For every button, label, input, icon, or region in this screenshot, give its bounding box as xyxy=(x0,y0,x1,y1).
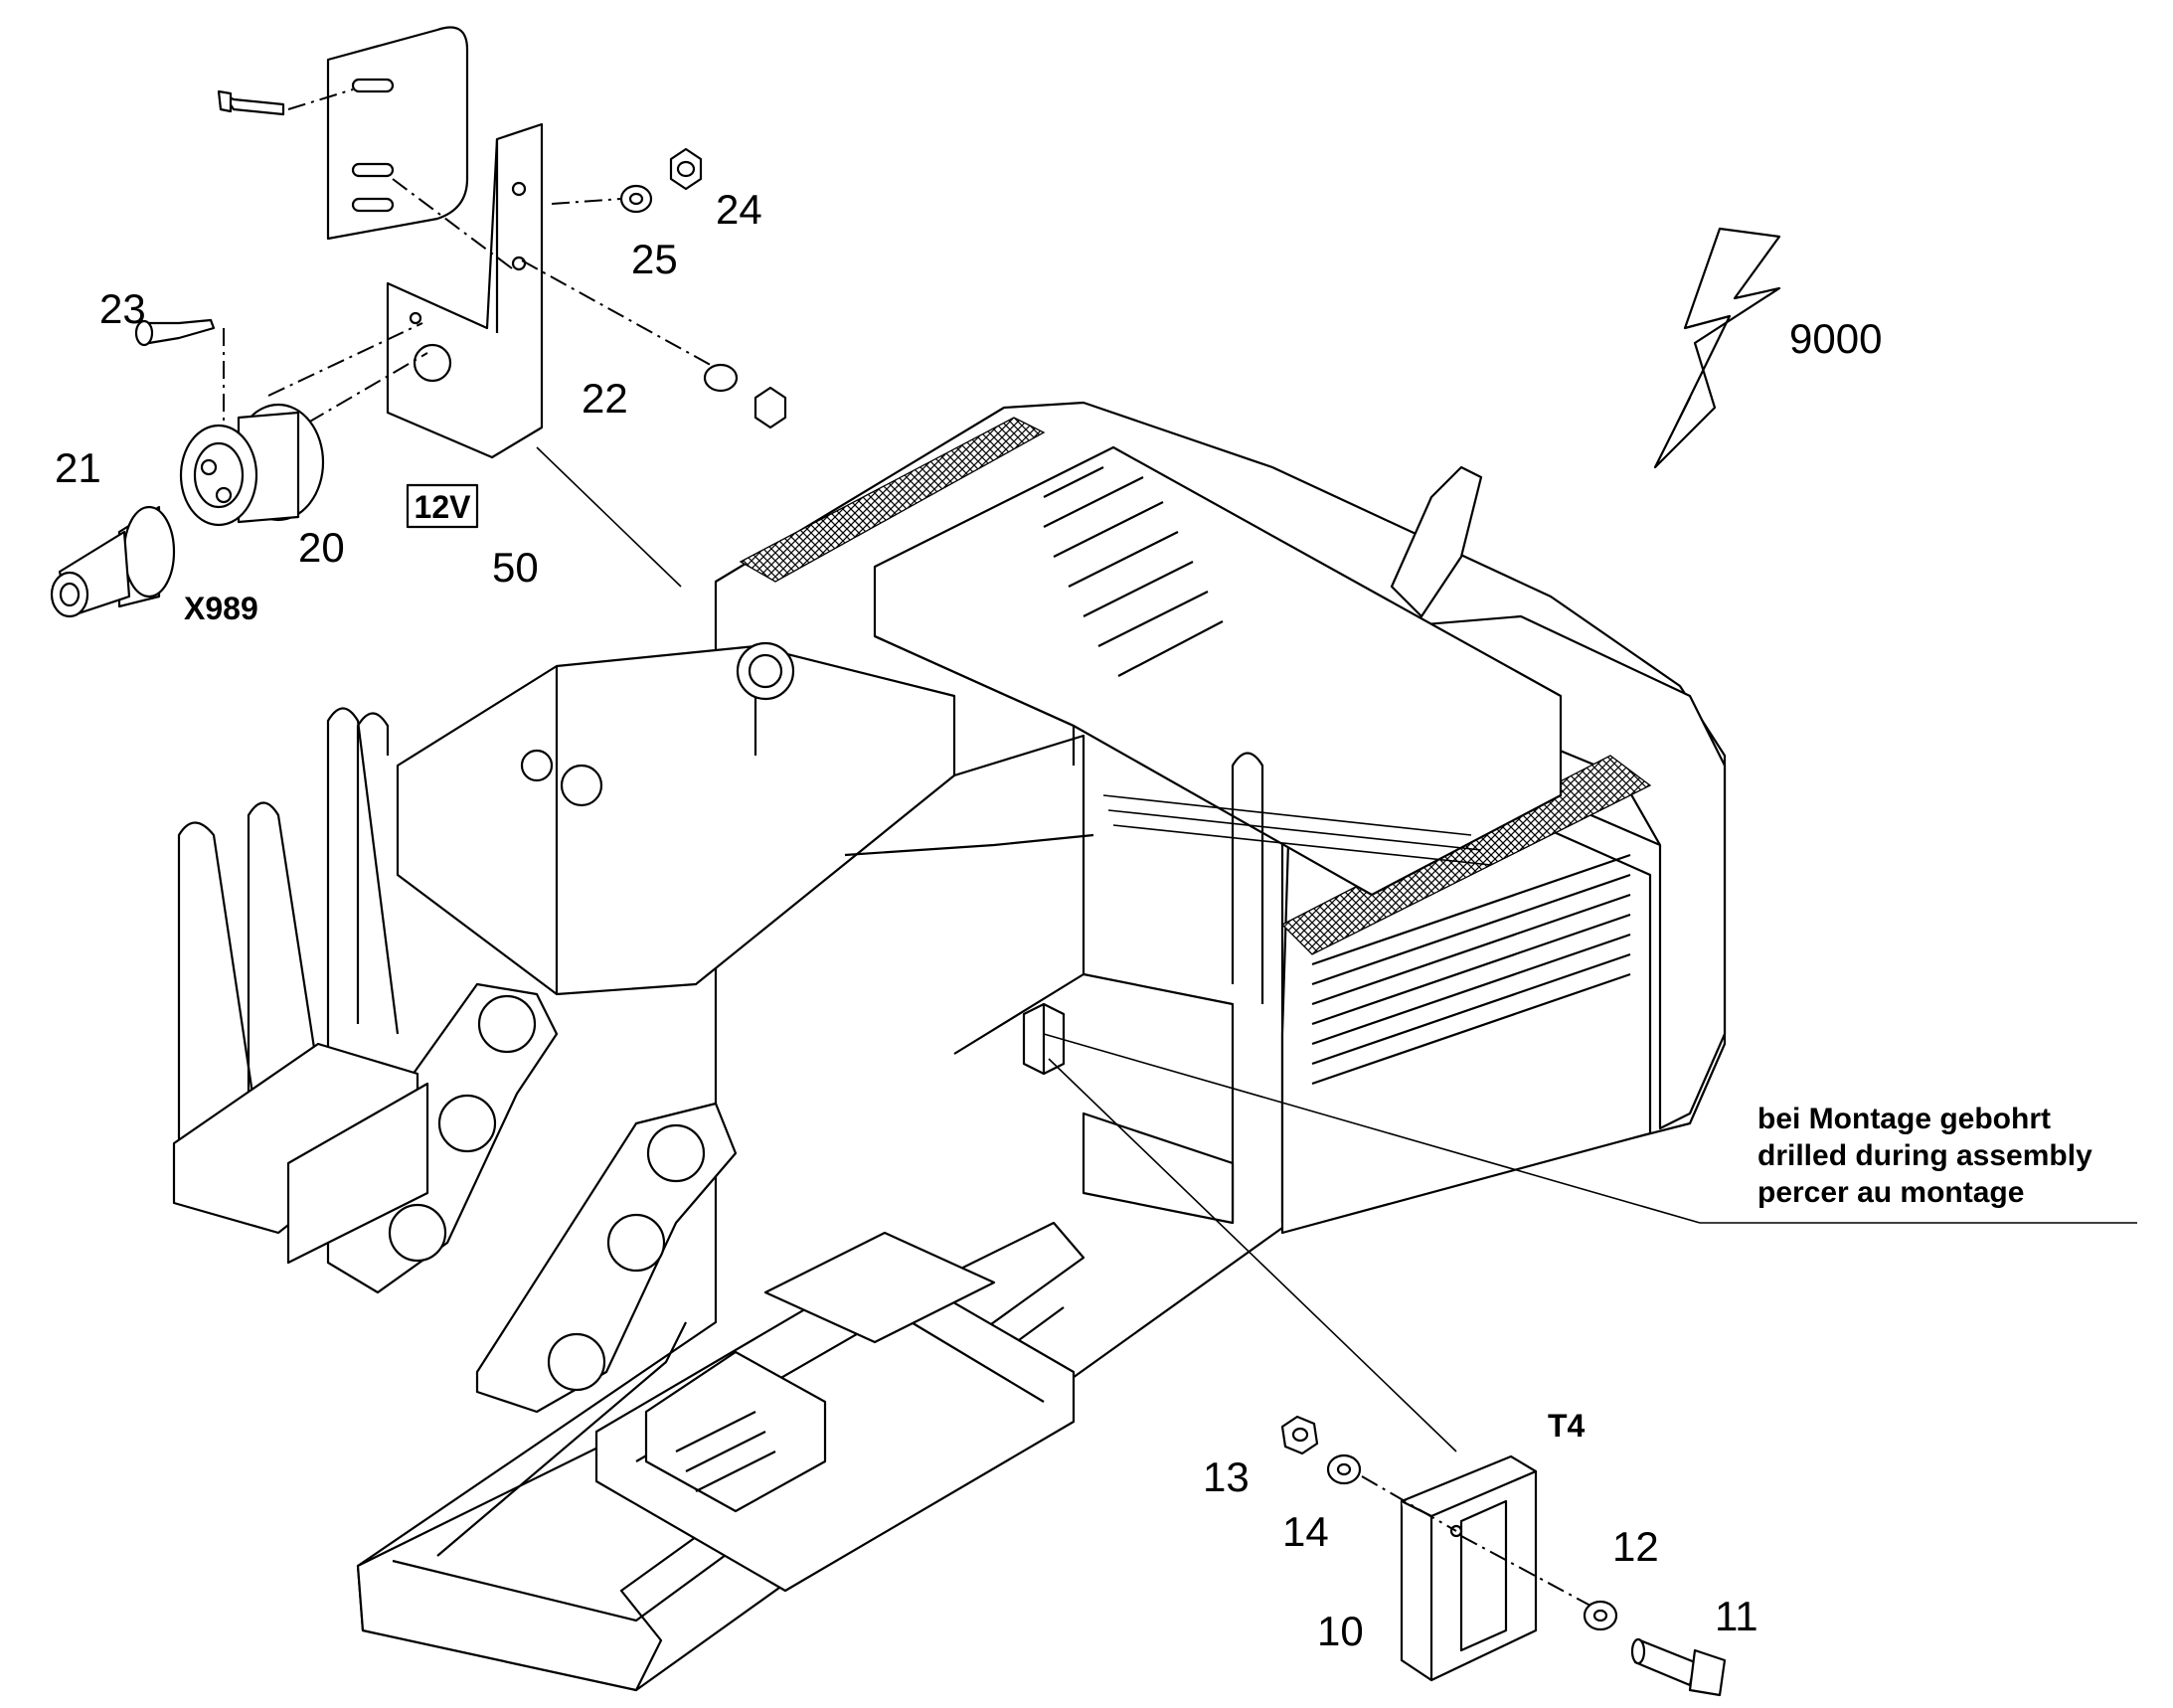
boom-mounts xyxy=(326,982,738,1414)
callout-23: 23 xyxy=(99,285,146,332)
electrical-symbol-icon xyxy=(1653,227,1781,469)
callout-t4: T4 xyxy=(1548,1408,1586,1444)
washer-14 xyxy=(1326,1453,1362,1485)
note-de: bei Montage gebohrt xyxy=(1757,1103,2051,1135)
note-en: drilled during assembly xyxy=(1757,1139,2092,1172)
screw-23 xyxy=(142,318,216,345)
callout-25: 25 xyxy=(631,236,678,282)
hood-louvres xyxy=(1102,794,1492,866)
washer-25 xyxy=(619,184,653,214)
callout-21: 21 xyxy=(55,444,101,491)
t4-bracket-assembly xyxy=(1280,1415,1727,1697)
side-grille xyxy=(1311,853,1631,1086)
callout-24: 24 xyxy=(716,186,762,233)
washer-12 xyxy=(1583,1600,1618,1631)
callout-9000: 9000 xyxy=(1789,315,1882,362)
callout-10: 10 xyxy=(1317,1608,1364,1654)
callout-11: 11 xyxy=(1715,1593,1758,1639)
bracket-10 xyxy=(1400,1454,1538,1682)
exhaust-pipe xyxy=(1390,465,1483,618)
leader-lines xyxy=(536,446,2137,1452)
note-fr: percer au montage xyxy=(1757,1176,2024,1209)
wall-bracket xyxy=(326,26,469,241)
control-unit xyxy=(644,1350,827,1513)
handrail-right xyxy=(1231,752,1264,1004)
callout-22: 22 xyxy=(582,375,628,422)
decal-12v: 12V xyxy=(415,489,472,525)
rear-mesh xyxy=(739,417,1046,583)
nut-13 xyxy=(1280,1415,1319,1455)
nut-24 xyxy=(669,147,703,191)
handrail-left xyxy=(177,707,400,1163)
callout-50: 50 xyxy=(492,544,539,591)
callouts: 24 25 23 22 21 20 50 X989 9000 T4 13 14 … xyxy=(55,186,1882,1654)
callout-x989: X989 xyxy=(184,591,258,626)
callout-20: 20 xyxy=(298,524,345,571)
callout-12: 12 xyxy=(1612,1523,1659,1570)
socket-bracket-assembly: 12V xyxy=(50,26,787,618)
machine-frame xyxy=(172,401,1727,1692)
assembly-note: bei Montage gebohrt drilled during assem… xyxy=(1757,1103,2092,1209)
callout-13: 13 xyxy=(1203,1453,1250,1500)
callout-14: 14 xyxy=(1282,1508,1329,1555)
decal-12v-frame xyxy=(406,483,479,529)
hood-slots xyxy=(1043,466,1224,677)
